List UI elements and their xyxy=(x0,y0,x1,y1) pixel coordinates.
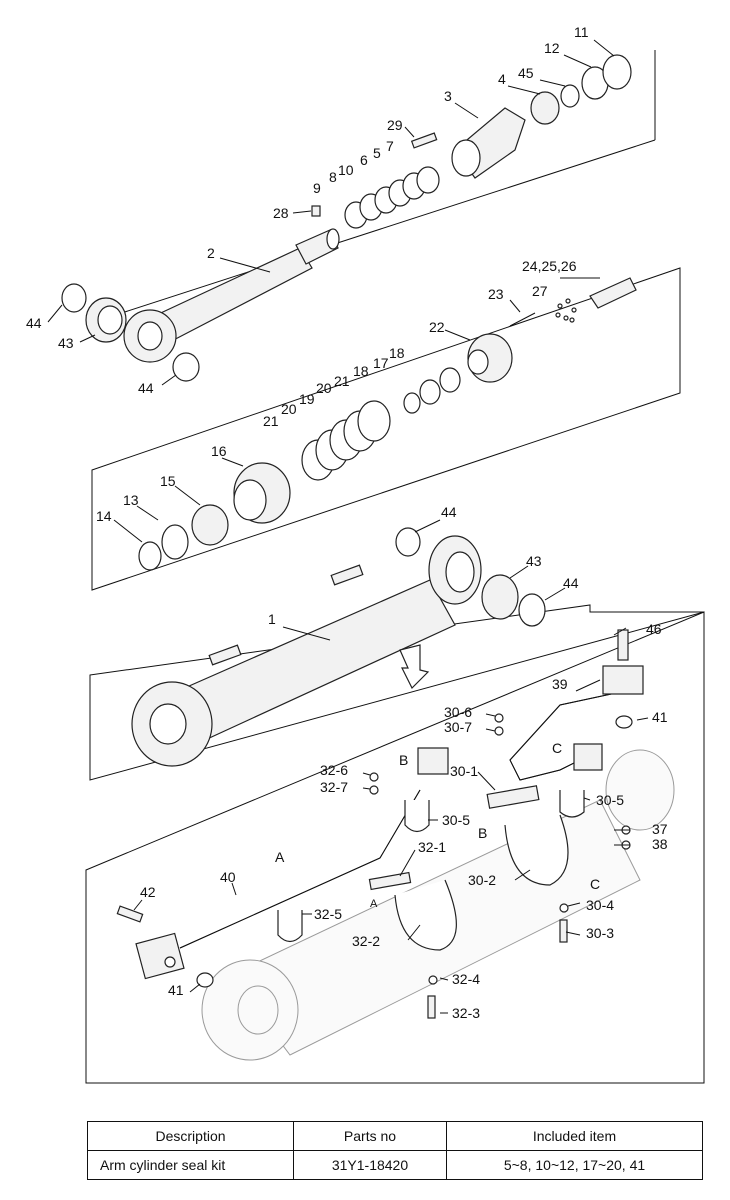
cylinder-tube xyxy=(131,527,546,767)
piston-assembly xyxy=(138,277,637,571)
label-44-d: 44 xyxy=(563,575,579,591)
table-header-description: Description xyxy=(87,1121,294,1151)
table-header-row: Description Parts no Included item xyxy=(87,1121,703,1151)
label-17: 17 xyxy=(373,355,389,371)
label-32-1: 32-1 xyxy=(418,839,446,855)
label-32-5: 32-5 xyxy=(314,906,342,922)
label-18-a: 18 xyxy=(389,345,405,361)
label-4: 4 xyxy=(498,71,506,87)
label-29: 29 xyxy=(387,117,403,133)
label-41-a: 41 xyxy=(652,709,668,725)
label-43-b: 43 xyxy=(526,553,542,569)
label-30-2: 30-2 xyxy=(468,872,496,888)
seal-kit-table: Description Parts no Included item Arm c… xyxy=(87,1121,703,1180)
rod-assembly xyxy=(61,54,632,382)
label-2: 2 xyxy=(207,245,215,261)
label-B-b: B xyxy=(478,825,487,841)
label-42: 42 xyxy=(140,884,156,900)
label-45: 45 xyxy=(518,65,534,81)
label-1: 1 xyxy=(268,611,276,627)
table-cell-included-item: 5~8, 10~12, 17~20, 41 xyxy=(446,1150,703,1180)
label-9: 9 xyxy=(313,180,321,196)
label-20-b: 20 xyxy=(281,401,297,417)
label-11: 11 xyxy=(574,24,589,40)
label-43-a: 43 xyxy=(58,335,74,351)
label-21-a: 21 xyxy=(334,373,350,389)
table-header-parts-no: Parts no xyxy=(293,1121,447,1151)
label-30-5-b: 30-5 xyxy=(442,812,470,828)
label-3: 3 xyxy=(444,88,452,104)
label-32-2: 32-2 xyxy=(352,933,380,949)
label-19: 19 xyxy=(299,391,315,407)
label-21-b: 21 xyxy=(263,413,279,429)
piping-assembly xyxy=(116,629,675,1061)
label-22: 22 xyxy=(429,319,445,335)
label-41-b: 41 xyxy=(168,982,184,998)
label-A-a: A xyxy=(275,849,285,865)
label-20-a: 20 xyxy=(316,380,332,396)
label-B-a: B xyxy=(399,752,408,768)
label-30-1: 30-1 xyxy=(450,763,478,779)
label-13: 13 xyxy=(123,492,139,508)
label-30-3: 30-3 xyxy=(586,925,614,941)
label-32-6: 32-6 xyxy=(320,762,348,778)
label-28: 28 xyxy=(273,205,289,221)
label-8: 8 xyxy=(329,169,337,185)
label-15: 15 xyxy=(160,473,176,489)
panel-frame-piping xyxy=(85,611,705,1084)
exploded-parts-diagram: 11 12 45 4 3 29 7 5 6 10 8 9 28 2 24,25,… xyxy=(26,24,705,1084)
label-6: 6 xyxy=(360,152,368,168)
label-40: 40 xyxy=(220,869,236,885)
label-44-a: 44 xyxy=(26,315,42,331)
table-cell-description: Arm cylinder seal kit xyxy=(87,1150,294,1180)
label-23: 23 xyxy=(488,286,504,302)
table-header-included-item: Included item xyxy=(446,1121,703,1151)
label-12: 12 xyxy=(544,40,560,56)
table-row: Arm cylinder seal kit 31Y1-18420 5~8, 10… xyxy=(87,1150,703,1180)
label-39: 39 xyxy=(552,676,568,692)
label-C-b: C xyxy=(590,876,600,892)
label-C-a: C xyxy=(552,740,562,756)
label-10: 10 xyxy=(338,162,354,178)
leader-lines xyxy=(47,39,649,1014)
label-7: 7 xyxy=(386,138,394,154)
label-30-7: 30-7 xyxy=(444,719,472,735)
label-18-b: 18 xyxy=(353,363,369,379)
label-24-25-26: 24,25,26 xyxy=(522,258,577,274)
label-5: 5 xyxy=(373,145,381,161)
label-32-4: 32-4 xyxy=(452,971,480,987)
label-14: 14 xyxy=(96,508,112,524)
label-38: 38 xyxy=(652,836,668,852)
label-37: 37 xyxy=(652,821,668,837)
label-30-6: 30-6 xyxy=(444,704,472,720)
label-44-c: 44 xyxy=(441,504,457,520)
table-cell-parts-no: 31Y1-18420 xyxy=(293,1150,447,1180)
label-16: 16 xyxy=(211,443,227,459)
label-27: 27 xyxy=(532,283,548,299)
label-A-b: A xyxy=(370,898,378,910)
label-32-7: 32-7 xyxy=(320,779,348,795)
label-30-5-a: 30-5 xyxy=(596,792,624,808)
label-30-4: 30-4 xyxy=(586,897,614,913)
label-44-b: 44 xyxy=(138,380,154,396)
label-46: 46 xyxy=(646,621,662,637)
part-labels: 11 12 45 4 3 29 7 5 6 10 8 9 28 2 24,25,… xyxy=(26,24,668,1021)
label-32-3: 32-3 xyxy=(452,1005,480,1021)
